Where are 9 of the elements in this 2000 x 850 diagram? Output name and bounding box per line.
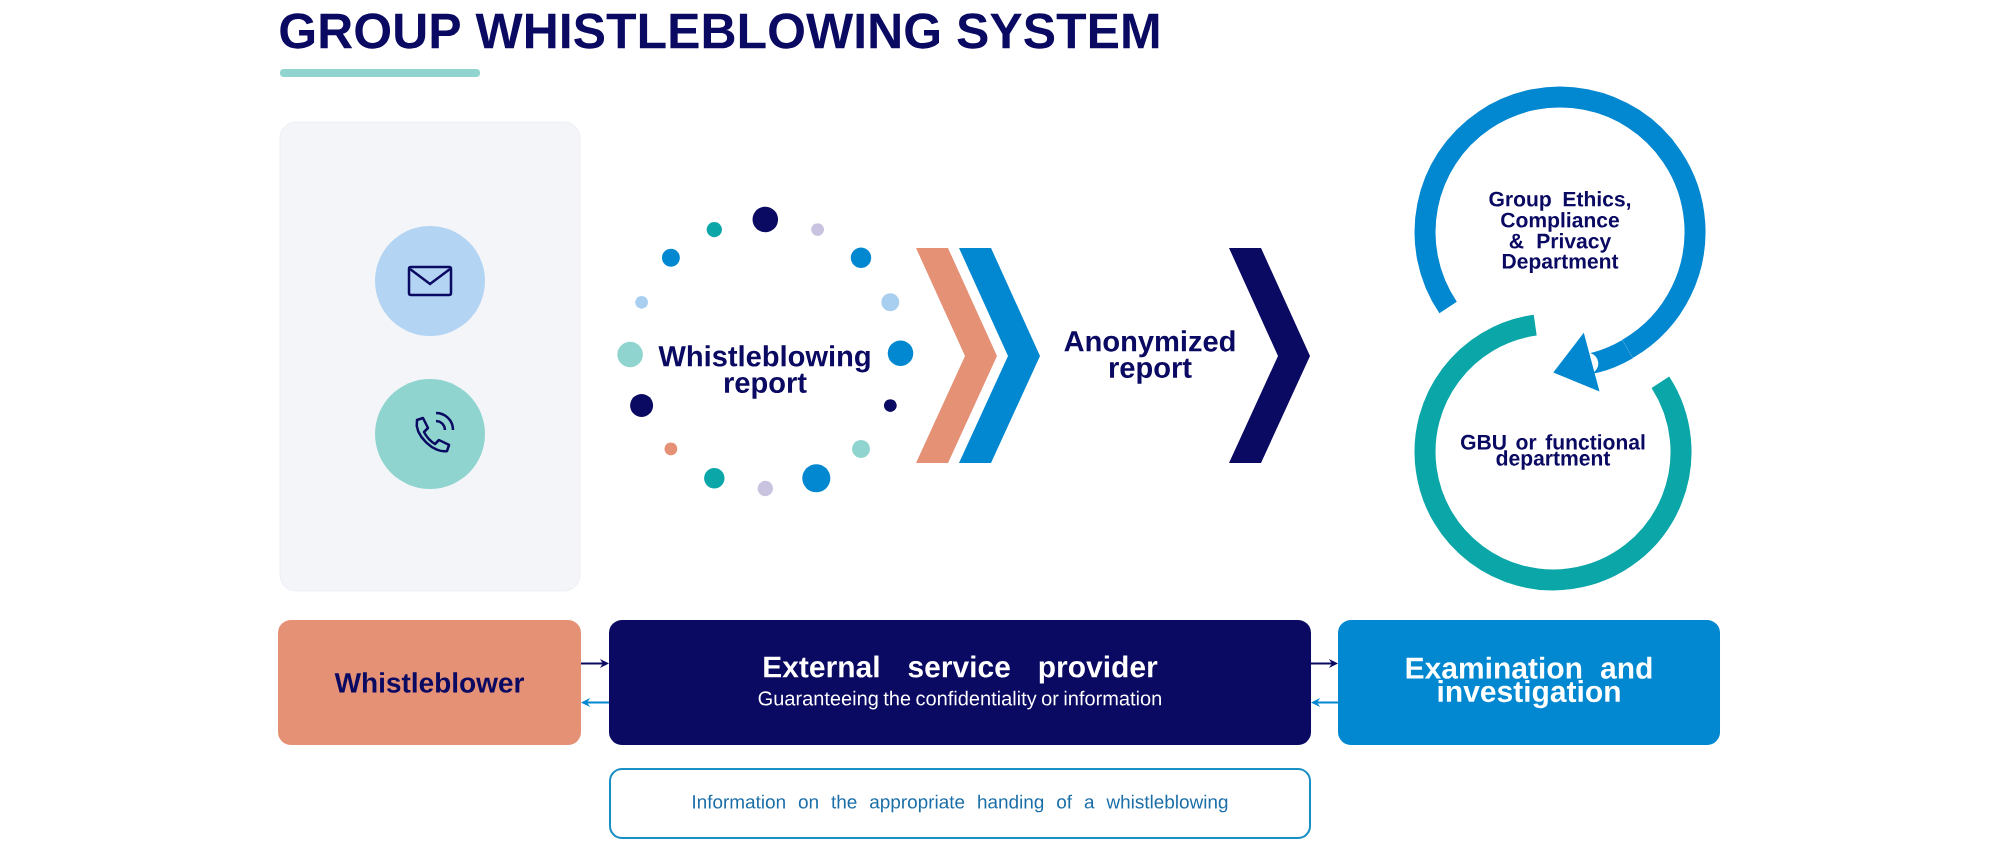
- chevron-arrow: [916, 248, 1040, 463]
- provider-box: External service provider Guaranteeing the confidentiality or information: [609, 620, 1311, 745]
- info-box: Information on the appropriate handing of a whistleblowing: [609, 768, 1311, 839]
- report-label: Anonymized report: [1064, 330, 1235, 384]
- process-box: Examination and investigation: [1338, 620, 1720, 745]
- chevron-arrow: [1229, 248, 1310, 463]
- role-box: Whistleblower: [278, 620, 581, 745]
- title: GROUP WHISTLEBLOWING SYSTEM: [280, 13, 1159, 49]
- report-label: Whistleblowing report: [658, 345, 870, 399]
